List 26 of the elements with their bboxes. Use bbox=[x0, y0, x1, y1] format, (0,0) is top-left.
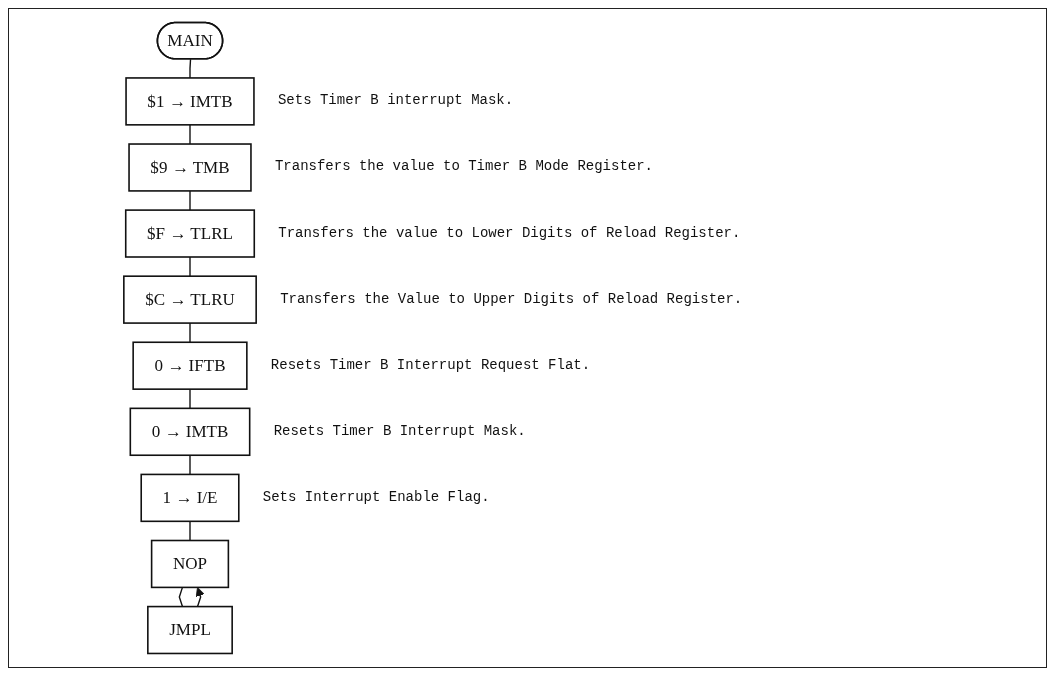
connector bbox=[189, 322, 191, 343]
node-box: $F → TLRL bbox=[124, 209, 256, 258]
connector bbox=[189, 256, 191, 277]
node-box: JMPL bbox=[147, 605, 233, 655]
connector bbox=[189, 58, 192, 79]
step-description: Resets Timer B Interrupt Mask. bbox=[273, 422, 526, 439]
connector bbox=[189, 190, 191, 211]
connector bbox=[189, 124, 191, 145]
node-box: 0 → IFTB bbox=[132, 341, 248, 390]
arrow bbox=[195, 586, 205, 608]
node-box: $9 → TMB bbox=[128, 143, 252, 192]
step-description: Transfers the value to Timer B Mode Register. bbox=[274, 158, 653, 175]
connector bbox=[189, 454, 191, 476]
step-description: Transfers the value to Lower Digits of Reload Register. bbox=[278, 224, 741, 241]
step-description: Sets Interrupt Enable Flag. bbox=[262, 488, 490, 505]
connector bbox=[189, 520, 191, 542]
connector bbox=[189, 388, 191, 410]
node-box: 1 → I/E bbox=[140, 473, 240, 523]
step-description: Resets Timer B Interrupt Request Flat. bbox=[270, 356, 591, 373]
connector bbox=[178, 586, 184, 608]
node-box: NOP bbox=[150, 539, 230, 589]
node-box: 0 → IMTB bbox=[129, 407, 251, 457]
node-box: $C → TLRU bbox=[123, 275, 257, 324]
step-description: Transfers the Value to Upper Digits of Reload Register. bbox=[280, 290, 743, 307]
node-box: $1 → IMTB bbox=[125, 77, 255, 126]
step-description: Sets Timer B interrupt Mask. bbox=[277, 92, 514, 109]
